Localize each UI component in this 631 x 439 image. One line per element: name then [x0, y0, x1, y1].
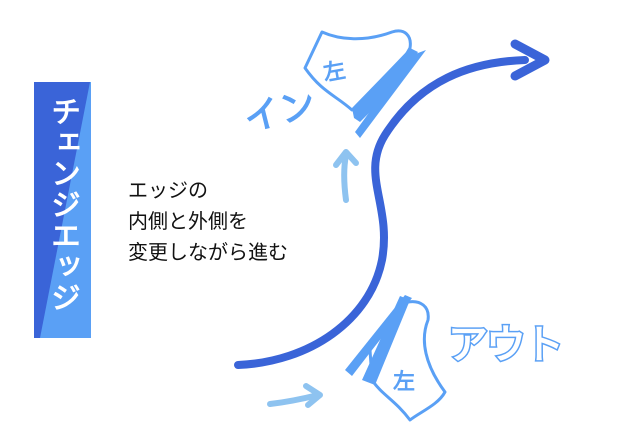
top-skate-icon	[303, 29, 426, 138]
banner-background	[34, 82, 91, 338]
description-line: 内側と外側を	[128, 209, 248, 233]
skating-path	[234, 56, 529, 369]
up-hint-arrow-icon	[333, 149, 359, 203]
description: エッジの 内側と外側を 変更しながら進む	[128, 175, 288, 268]
right-hint-arrow-icon	[267, 383, 323, 408]
out-edge-label: アウト	[447, 321, 566, 370]
path-arrowhead-icon	[510, 39, 550, 81]
description-line: エッジの	[128, 178, 208, 202]
bottom-skate-icon	[345, 295, 447, 422]
banner-title: チェンジエッジ	[45, 96, 80, 313]
description-line: 変更しながら進む	[128, 240, 288, 264]
bottom-skate-label: 左	[393, 370, 416, 395]
